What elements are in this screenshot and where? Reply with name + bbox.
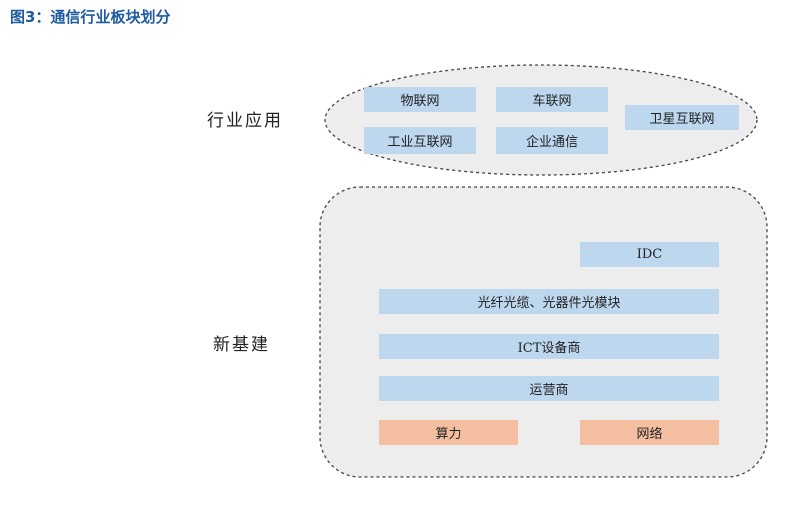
new-infra-label: 新基建 <box>213 335 270 355</box>
idc-box: IDC <box>580 242 719 267</box>
operators-box: 运营商 <box>379 376 719 401</box>
optics-box: 光纤光缆、光器件光模块 <box>379 289 719 314</box>
network-box: 网络 <box>580 420 719 445</box>
industrial-internet-box: 工业互联网 <box>364 127 476 154</box>
ict-equipment-box: ICT设备商 <box>379 334 719 359</box>
industry-app-label: 行业应用 <box>207 111 283 131</box>
computing-power-box: 算力 <box>379 420 518 445</box>
iot-box: 物联网 <box>364 87 476 112</box>
satellite-internet-box: 卫星互联网 <box>625 105 739 130</box>
enterprise-comm-box: 企业通信 <box>496 127 608 154</box>
figure-title: 图3：通信行业板块划分 <box>10 8 171 26</box>
vehicle-network-box: 车联网 <box>496 87 608 112</box>
